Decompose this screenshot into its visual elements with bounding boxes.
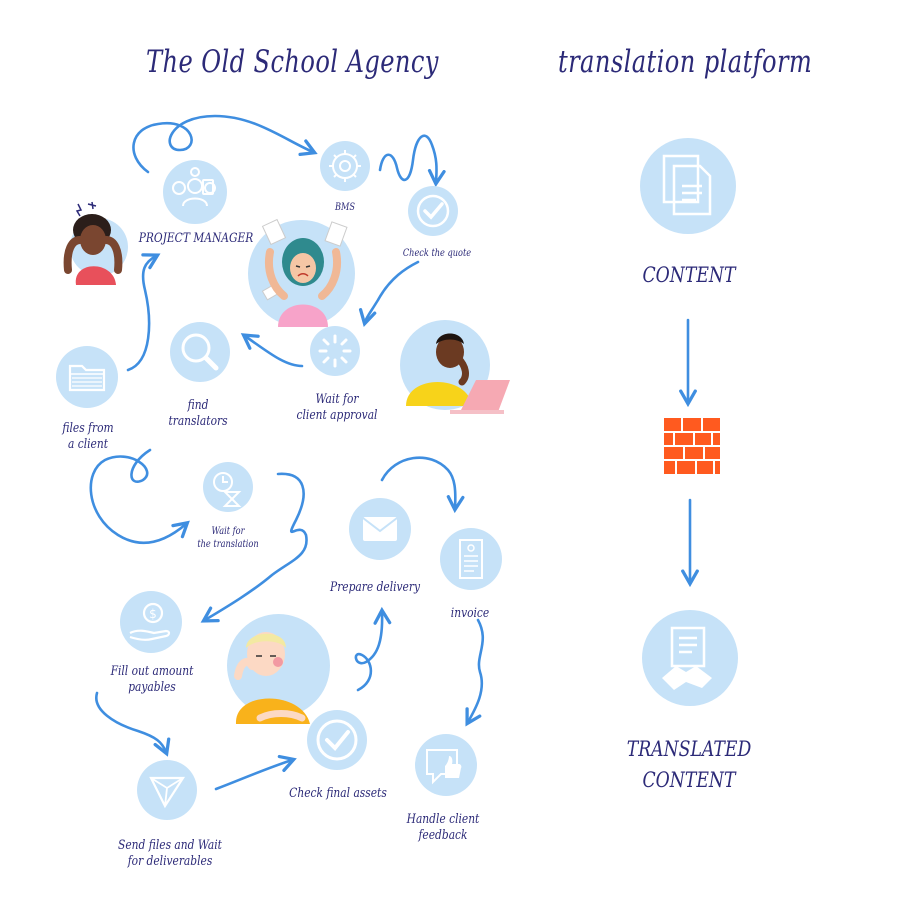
arrow-fill-to-send [95,691,171,757]
check-final-assets-label: Check final assets [289,786,387,801]
arrow-bms-to-quote [378,134,446,188]
prepare-delivery-node [349,498,411,560]
tired-person-illustration [234,632,310,724]
magnifier-icon [181,333,219,371]
invoice-icon [459,539,483,579]
arrow-approval-to-find [240,333,304,368]
check-final-assets-node [307,710,367,770]
team-icon [172,167,216,207]
content-node [640,138,736,234]
arrow-send-to-check-final [214,754,297,791]
fill-payables-label: Fill out amount payables [110,664,194,695]
agency-title: The Old School Agency [146,44,439,80]
arrow-find-to-wait-translation [89,448,190,545]
thumbs-up-chat-icon [426,749,462,785]
check-quote-node [408,186,458,236]
contract-handshake-icon [662,626,712,690]
wait-translation-node [203,462,253,512]
clock-hourglass-icon [213,472,242,507]
platform-title: translation platform [558,44,813,80]
wait-approval-label: Wait for client approval [296,392,378,423]
envelope-icon [362,517,398,541]
checkmark-icon [316,719,358,761]
send-files-label: Send files and Wait for deliverables [118,838,222,869]
fill-payables-node: $ [120,591,182,653]
stressed-woman-illustration [261,218,348,327]
arrow-quote-to-approval [358,260,420,327]
handle-feedback-node [415,734,477,796]
bms-node [320,141,370,191]
project-manager-node [163,160,227,224]
content-label: CONTENT [642,263,736,287]
project-manager-label: PROJECT MANAGER [138,231,254,246]
files-from-client-label: files from a client [62,421,114,452]
arrow-wait-translation-to-fill [200,472,308,623]
gear-icon [329,150,361,182]
checkmark-icon [416,194,450,228]
wait-translation-label: Wait for the translation [197,526,259,550]
stressed-client-illustration [63,201,123,285]
files-from-client-node [56,346,118,408]
arrow-pm-to-bms [132,114,318,174]
bms-label: BMS [334,202,356,213]
documents-icon [662,154,712,216]
find-translators-node [170,322,230,382]
svg-text:$: $ [149,607,157,621]
paper-plane-icon [149,776,186,809]
wait-approval-node [310,326,360,376]
prepare-delivery-label: Prepare delivery [330,580,420,595]
send-files-node [137,760,197,820]
arrow-files-to-pm [126,253,161,372]
arrow-prepare-to-invoice [380,456,465,514]
find-translators-label: find translators [168,398,228,429]
arrow-invoice-to-feedback [465,618,484,727]
arrow-check-final-to-prepare [354,606,392,692]
invoice-node [440,528,502,590]
folder-icon [68,364,106,392]
translated-content-label: TRANSLATED CONTENT [626,737,752,792]
waiting-man-illustration [406,333,510,414]
check-quote-label: Check the quote [402,248,472,259]
translated-content-node [642,610,738,706]
handle-feedback-label: Handle client feedback [406,812,480,843]
invoice-label: invoice [450,606,490,621]
coin-hand-icon: $ [129,602,171,641]
loading-spinner-icon [318,334,352,368]
brick-wall-icon [664,418,720,474]
